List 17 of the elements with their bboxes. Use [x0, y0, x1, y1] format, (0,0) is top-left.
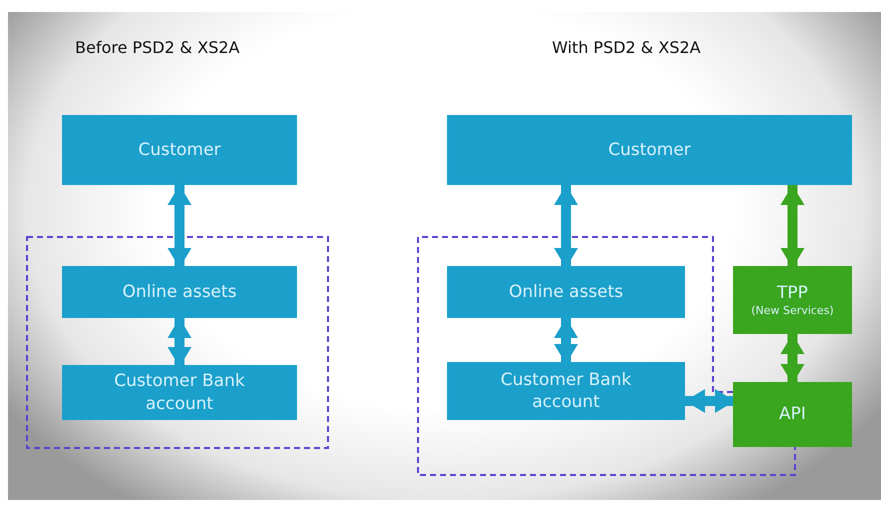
double-arrow: [780, 334, 804, 384]
section-heading: With PSD2 & XS2A: [552, 38, 701, 57]
bank-account-box: Customer Bank account: [447, 362, 685, 420]
section-heading: Before PSD2 & XS2A: [75, 38, 240, 57]
bank-account-box: Customer Bank account: [62, 365, 297, 420]
api-box: API: [733, 382, 852, 447]
online-assets-box: Online assets: [447, 266, 685, 318]
double-arrow: [685, 389, 735, 413]
customer-box: Customer: [62, 115, 297, 185]
double-arrow: [168, 318, 192, 367]
double-arrow: [554, 318, 578, 364]
tpp-box: TPP (New Services): [733, 266, 852, 334]
double-arrow: [168, 185, 192, 268]
online-assets-box: Online assets: [62, 266, 297, 318]
double-arrow: [554, 185, 578, 268]
double-arrow: [780, 185, 804, 268]
customer-box: Customer: [447, 115, 852, 185]
